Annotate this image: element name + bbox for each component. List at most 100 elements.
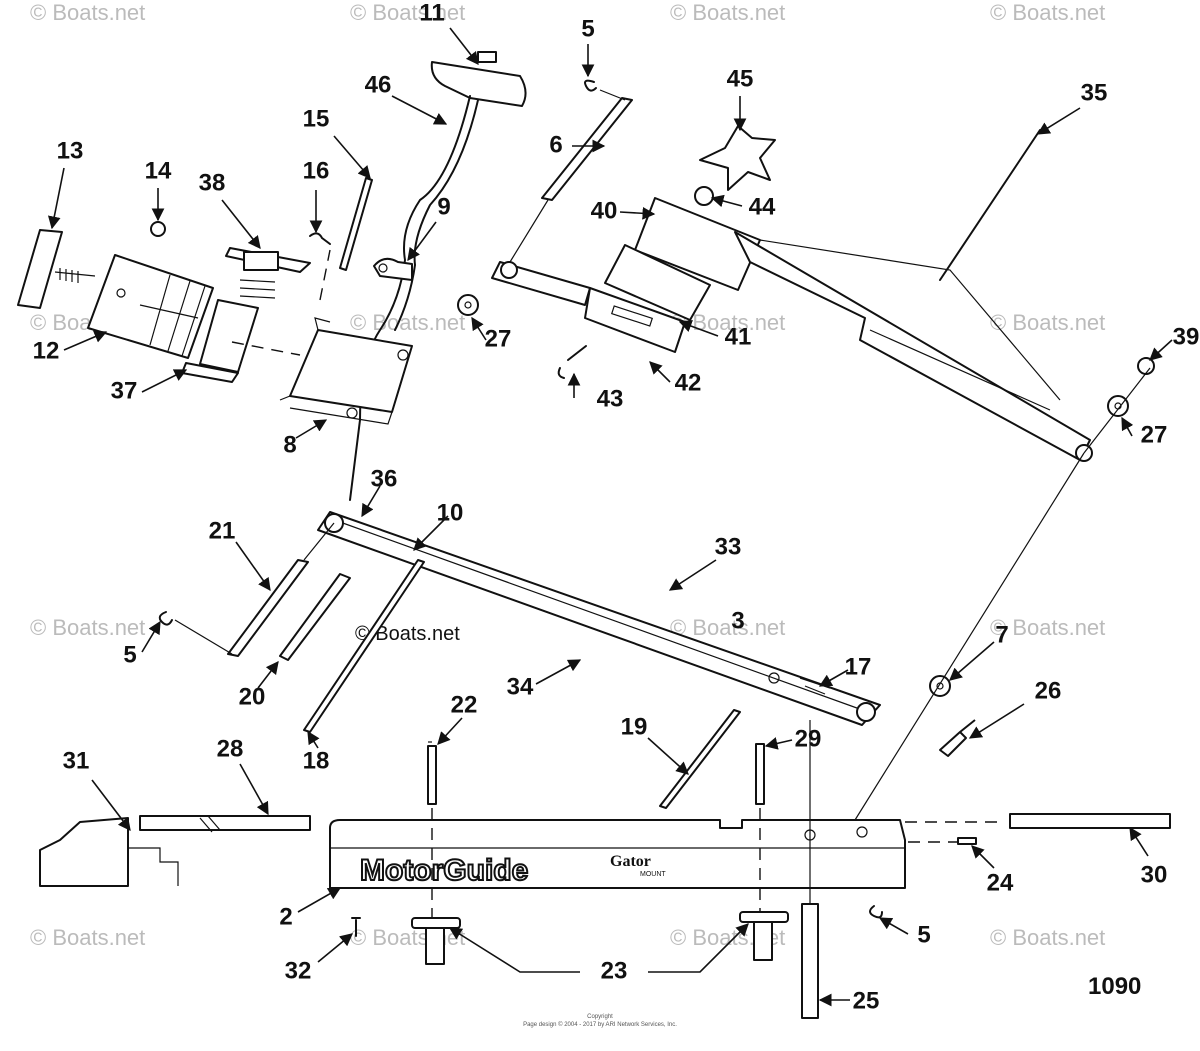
part-rod-35	[939, 129, 1041, 281]
part-washer-27-right	[1107, 395, 1129, 417]
part-washer-44	[694, 186, 714, 206]
part-screw-29	[755, 743, 765, 805]
part-upper-arm	[734, 231, 1093, 462]
callout-12: 12	[33, 337, 60, 364]
callout-28: 28	[217, 735, 244, 762]
part-cable-46	[349, 95, 479, 501]
callout-20: 20	[239, 683, 266, 710]
part-eclip-5-top	[584, 79, 597, 92]
callout-8: 8	[283, 431, 296, 458]
part-shaft-20	[279, 573, 351, 661]
callout-25: 25	[853, 987, 880, 1014]
watermark: © Boats.net	[670, 0, 785, 25]
part-base-2: MotorGuide Gator MOUNT	[329, 819, 906, 889]
callout-13: 13	[57, 137, 84, 164]
callout-23: 23	[601, 957, 628, 984]
part-spool-38-37	[181, 247, 311, 383]
part-eclip-5-left	[158, 611, 173, 626]
callout-10: 10	[437, 499, 464, 526]
part-eclip-5-bottom	[869, 905, 883, 919]
part-end-cap-31	[39, 817, 129, 887]
part-knob-13	[17, 229, 96, 309]
brand-name: MotorGuide	[360, 854, 528, 887]
watermark: © Boats.net	[990, 0, 1105, 25]
callout-29: 29	[795, 725, 822, 752]
callout-5-top: 5	[581, 15, 594, 42]
figure-number: 1090	[1088, 973, 1141, 1000]
callout-7: 7	[995, 621, 1008, 648]
callout-35: 35	[1081, 79, 1108, 106]
callout-5-left: 5	[123, 641, 136, 668]
part-screw-26	[939, 719, 976, 757]
callout-33: 33	[715, 533, 742, 560]
copyright-line-1: Copyright	[587, 1014, 613, 1020]
watermark: © Boats.net	[30, 0, 145, 25]
callout-5-bottom: 5	[917, 921, 930, 948]
watermark: © Boats.net	[350, 925, 465, 950]
part-star-knob-45	[699, 125, 776, 191]
callout-30: 30	[1141, 861, 1168, 888]
callout-42: 42	[675, 369, 702, 396]
leader-lines	[47, 27, 1173, 1007]
part-pin-21	[227, 559, 309, 657]
part-pin-25	[801, 903, 819, 1019]
part-washer-7	[929, 675, 951, 697]
part-screw-43	[557, 345, 587, 379]
part-rod-18	[303, 559, 425, 733]
callout-37: 37	[111, 377, 138, 404]
part-lower-arm-3	[317, 511, 881, 726]
callout-19: 19	[621, 713, 648, 740]
callout-31: 31	[63, 747, 90, 774]
callout-18: 18	[303, 747, 330, 774]
callout-17: 17	[845, 653, 872, 680]
watermark: © Boats.net	[670, 615, 785, 640]
assembly-lines	[174, 89, 1151, 918]
callout-40: 40	[591, 197, 618, 224]
callout-43: 43	[597, 385, 624, 412]
part-rail-28	[139, 815, 311, 833]
watermark: © Boats.net	[990, 615, 1105, 640]
part-clamp-12	[87, 254, 214, 359]
watermark: © Boats.net	[350, 0, 465, 25]
callout-39: 39	[1173, 323, 1200, 350]
watermarks: © Boats.net © Boats.net © Boats.net © Bo…	[30, 0, 1105, 950]
part-handle-11	[430, 51, 527, 107]
watermark: © Boats.net	[30, 615, 145, 640]
watermark: © Boats.net	[990, 310, 1105, 335]
part-washer-27-top	[457, 294, 479, 316]
brand-logo-main: Gator	[610, 853, 651, 870]
callout-36: 36	[371, 465, 398, 492]
callout-11: 11	[419, 0, 444, 26]
callout-45: 45	[727, 65, 754, 92]
callout-9: 9	[437, 193, 450, 220]
callout-16: 16	[303, 157, 330, 184]
part-foot-23-left	[411, 917, 461, 965]
watermark: © Boats.net	[350, 310, 465, 335]
callout-14: 14	[145, 157, 172, 184]
part-rail-30	[1009, 813, 1171, 829]
callout-2: 2	[279, 903, 292, 930]
callout-24: 24	[987, 869, 1014, 896]
part-screw-32	[351, 917, 361, 937]
part-link-42	[491, 261, 686, 353]
part-pin-24	[957, 837, 977, 845]
part-pin-6	[541, 97, 633, 201]
part-bracket-8	[279, 317, 413, 425]
watermark: © Boats.net	[990, 925, 1105, 950]
callout-21: 21	[209, 517, 236, 544]
part-screw-22	[427, 741, 437, 805]
watermark: © Boats.net	[355, 623, 460, 645]
callout-labels: 13 14 38 16 15 46 11 5 6 9 45 35 40 44 1…	[33, 0, 1200, 1014]
callout-26: 26	[1035, 677, 1062, 704]
part-clip-16	[309, 232, 331, 245]
callout-3: 3	[731, 607, 744, 634]
part-nut-39	[1137, 357, 1155, 375]
copyright-line-2: Page design © 2004 - 2017 by ARI Network…	[523, 1021, 677, 1028]
callout-34: 34	[507, 673, 534, 700]
watermark: © Boats.net	[30, 925, 145, 950]
callout-6: 6	[549, 131, 562, 158]
callout-15: 15	[303, 105, 330, 132]
callout-22: 22	[451, 691, 478, 718]
callout-38: 38	[199, 169, 226, 196]
